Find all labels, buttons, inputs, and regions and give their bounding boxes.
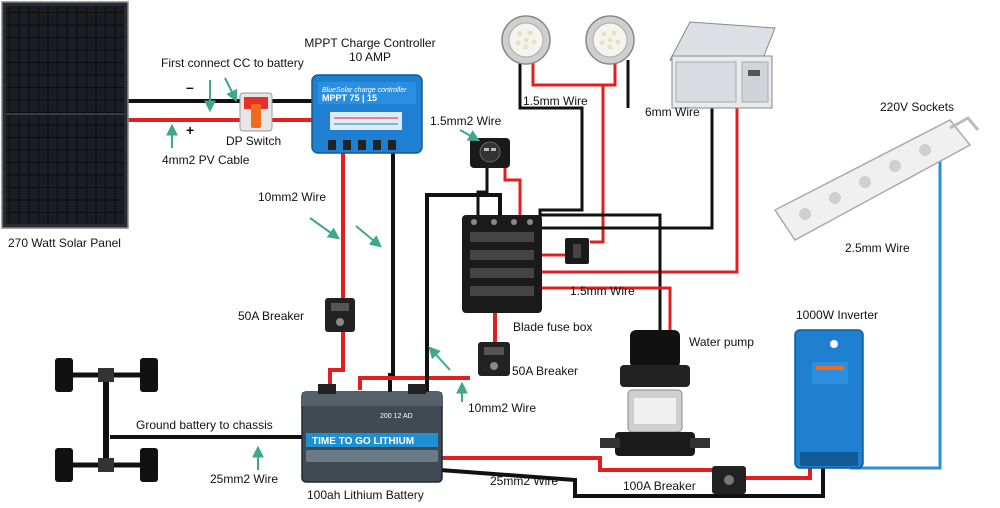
- fridge-positive-wire: [540, 108, 739, 274]
- breaker-50a-left: [325, 298, 355, 332]
- battery-label: 100ah Lithium Battery: [307, 488, 424, 502]
- pv-cable-label: 4mm2 PV Cable: [162, 153, 250, 167]
- breaker-50a-left-label: 50A Breaker: [238, 309, 305, 323]
- battery-positive-to-50a: [358, 376, 470, 390]
- breaker-50a-right: [478, 342, 510, 376]
- usb-negative-wire: [476, 165, 489, 216]
- wires: [110, 60, 942, 498]
- pointer-arrows: [166, 77, 481, 470]
- battery-positive-to-inverter: [440, 456, 712, 472]
- wire-25mm2-left-label: 25mm2 Wire: [210, 472, 279, 486]
- water-pump: [600, 330, 710, 456]
- minus-sign: –: [186, 79, 194, 95]
- pump-negative-wire: [540, 213, 662, 330]
- 100a-to-inverter-positive: [745, 466, 812, 480]
- vehicle-chassis: [55, 358, 158, 482]
- plus-sign: +: [186, 122, 195, 138]
- inverter: [794, 329, 864, 469]
- wire-15mm-lights-label: 1.5mm Wire: [523, 94, 588, 108]
- battery-brand-text: TIME TO GO LITHIUM: [312, 436, 414, 447]
- usb-positive-wire: [503, 165, 522, 216]
- light-positive-to-switch: [590, 85, 605, 244]
- inverter-label: 1000W Inverter: [796, 308, 879, 322]
- breaker-50a-right-label: 50A Breaker: [512, 364, 579, 378]
- controller-negative-wire: [388, 150, 395, 392]
- light-switch: [565, 238, 589, 264]
- ac-wire-to-sockets: [850, 160, 942, 470]
- first-connect-label: First connect CC to battery: [161, 56, 304, 70]
- battery-small-text: 200 12 AD: [380, 413, 413, 420]
- wire-25mm-label: 2.5mm Wire: [845, 241, 910, 255]
- solar-panel: [1, 1, 129, 229]
- controller-brand-text: BlueSolar charge controller: [322, 87, 407, 94]
- controller-model-text: MPPT 75 | 15: [322, 93, 377, 103]
- wire-15mm2-label: 1.5mm2 Wire: [430, 114, 502, 128]
- pump-positive-wire: [540, 286, 672, 330]
- controller-title-line2: 10 AMP: [348, 50, 392, 64]
- dp-switch: [239, 92, 273, 132]
- breaker-100a-label: 100A Breaker: [623, 479, 696, 493]
- blade-fuse-box: [462, 215, 542, 313]
- socket-strip: [773, 116, 980, 241]
- breaker-100a: [712, 466, 746, 494]
- led-light-2: [585, 15, 635, 65]
- led-light-1: [501, 15, 551, 65]
- wire-10mm-bottom-label: 10mm2 Wire: [468, 401, 537, 415]
- light-negative-wire: [518, 60, 584, 218]
- wire-10mm-top-label: 10mm2 Wire: [258, 190, 327, 204]
- blade-fuse-box-label: Blade fuse box: [513, 320, 593, 334]
- water-pump-label: Water pump: [689, 335, 754, 349]
- solar-panel-label: 270 Watt Solar Panel: [8, 236, 121, 250]
- dp-switch-label: DP Switch: [226, 134, 282, 148]
- mppt-controller: BlueSolar charge controller MPPT 75 | 15: [311, 74, 423, 154]
- wire-6mm-label: 6mm Wire: [645, 105, 700, 119]
- light-positive-wire: [531, 60, 617, 87]
- battery-negative-to-inverter: [439, 466, 825, 498]
- wire-15mm-fuse-label: 1.5mm Wire: [570, 284, 635, 298]
- wire-25mm2-right-label: 25mm2 Wire: [490, 474, 559, 488]
- breaker-to-battery-positive: [328, 330, 345, 392]
- sockets-label: 220V Sockets: [880, 100, 955, 114]
- lithium-battery: 200 12 AD TIME TO GO LITHIUM: [301, 384, 443, 483]
- fridge-negative-wire: [540, 108, 714, 230]
- battery-negative-to-fusebox: [425, 193, 502, 392]
- fridge: [669, 21, 776, 109]
- usb-socket: [470, 138, 510, 168]
- controller-title-line1: MPPT Charge Controller: [304, 36, 436, 50]
- ground-chassis-label: Ground battery to chassis: [136, 418, 273, 432]
